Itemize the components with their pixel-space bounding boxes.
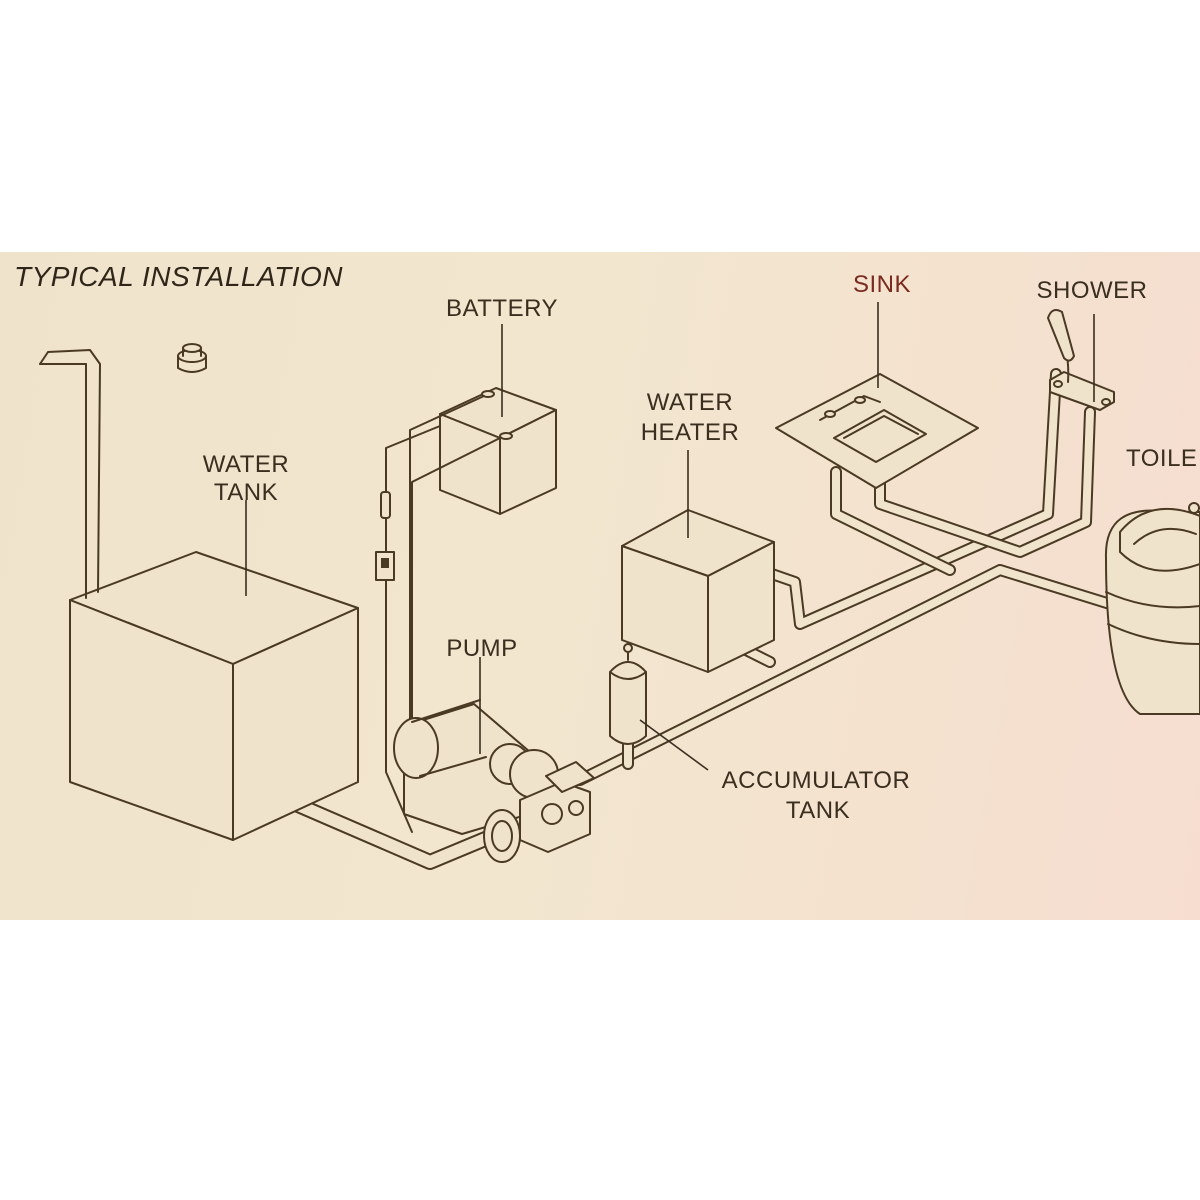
- label-water-heater-line2: HEATER: [641, 419, 740, 446]
- water-tank: [39, 343, 359, 841]
- label-pump: PUMP: [446, 635, 517, 662]
- diagram-photo: TYPICAL INSTALLATION: [0, 252, 1200, 920]
- label-battery: BATTERY: [446, 295, 558, 322]
- labels: BATTERY WATER TANK WATER HEATER PUMP SIN…: [203, 271, 1197, 824]
- label-toilet: TOILE: [1126, 445, 1197, 472]
- toilet: [1104, 502, 1200, 715]
- sink: [775, 302, 979, 489]
- installation-diagram: TYPICAL INSTALLATION: [14, 261, 1200, 870]
- label-water-heater-line1: WATER: [647, 389, 734, 416]
- accumulator-tank: [609, 643, 709, 771]
- label-water-tank-line1: WATER: [203, 451, 290, 478]
- label-shower: SHOWER: [1037, 277, 1148, 304]
- label-sink: SINK: [853, 271, 911, 298]
- shower: [1047, 309, 1115, 411]
- label-accumulator-line2: TANK: [786, 797, 850, 824]
- water-heater: [621, 450, 775, 673]
- label-water-tank-line2: TANK: [214, 479, 278, 506]
- diagram-title: TYPICAL INSTALLATION: [14, 261, 343, 292]
- label-accumulator-line1: ACCUMULATOR: [722, 767, 911, 794]
- battery: [375, 324, 557, 833]
- pump: [393, 657, 595, 863]
